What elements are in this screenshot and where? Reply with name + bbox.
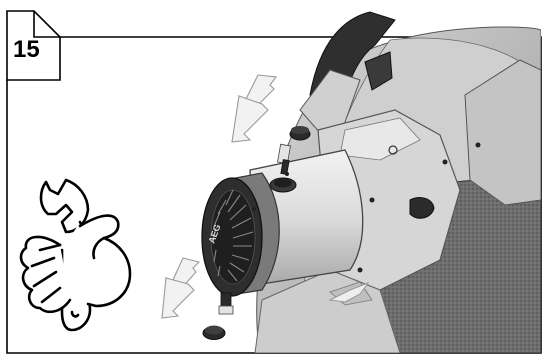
hand-wrench-icon [21,180,130,330]
double-arrow-icon [162,258,199,318]
carbon-brush-cap-top [270,178,296,192]
double-arrow-icon [232,75,276,142]
spindle-lock [410,198,434,219]
brush-cap-removed-top [290,126,310,140]
carbon-brush-bottom [219,293,233,314]
brush-cap-removed-bottom [203,326,225,340]
guard-screw [476,143,481,148]
